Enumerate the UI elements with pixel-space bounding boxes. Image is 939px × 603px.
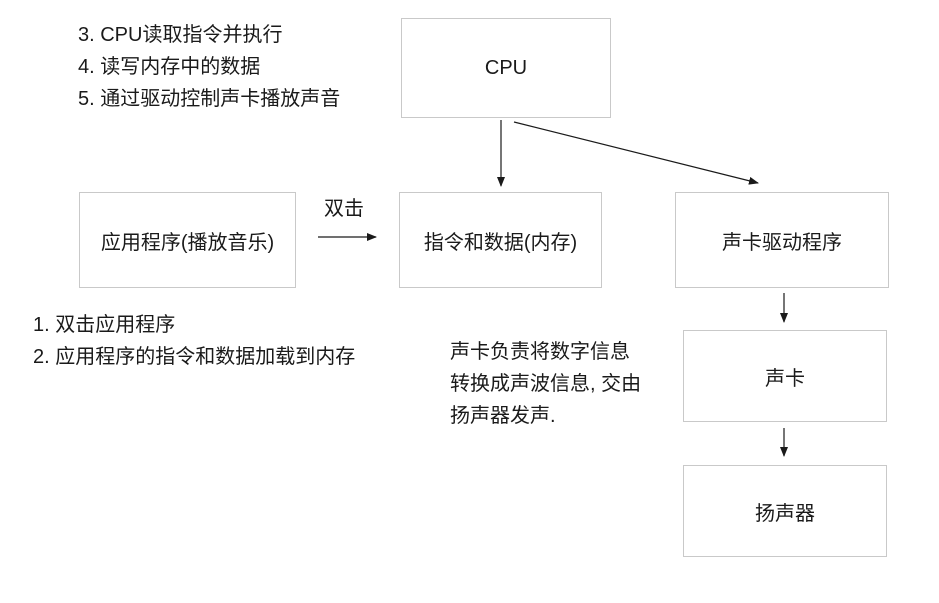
edge-label-double-click: 双击 <box>324 193 364 225</box>
step-4: 4. 读写内存中的数据 <box>78 56 261 78</box>
arrow-cpu-to-driver <box>513 121 759 185</box>
note-line-3: 扬声器发声. <box>450 405 556 427</box>
node-memory: 指令和数据(内存) <box>399 192 602 288</box>
step-1: 1. 双击应用程序 <box>33 314 176 336</box>
node-sound-card: 声卡 <box>683 330 887 422</box>
step-2: 2. 应用程序的指令和数据加载到内存 <box>33 346 356 368</box>
node-cpu: CPU <box>401 18 611 118</box>
step-5: 5. 通过驱动控制声卡播放声音 <box>78 88 341 110</box>
node-speaker: 扬声器 <box>683 465 887 557</box>
steps-top: 3. CPU读取指令并执行 4. 读写内存中的数据 5. 通过驱动控制声卡播放声… <box>78 19 340 115</box>
node-app: 应用程序(播放音乐) <box>79 192 296 288</box>
node-driver: 声卡驱动程序 <box>675 192 889 288</box>
sound-card-note: 声卡负责将数字信息 转换成声波信息, 交由 扬声器发声. <box>450 336 641 432</box>
edge-label-text: 双击 <box>324 198 364 220</box>
step-3: 3. CPU读取指令并执行 <box>78 24 283 46</box>
note-line-1: 声卡负责将数字信息 <box>450 341 630 363</box>
steps-left: 1. 双击应用程序 2. 应用程序的指令和数据加载到内存 <box>33 309 355 373</box>
note-line-2: 转换成声波信息, 交由 <box>450 373 642 395</box>
